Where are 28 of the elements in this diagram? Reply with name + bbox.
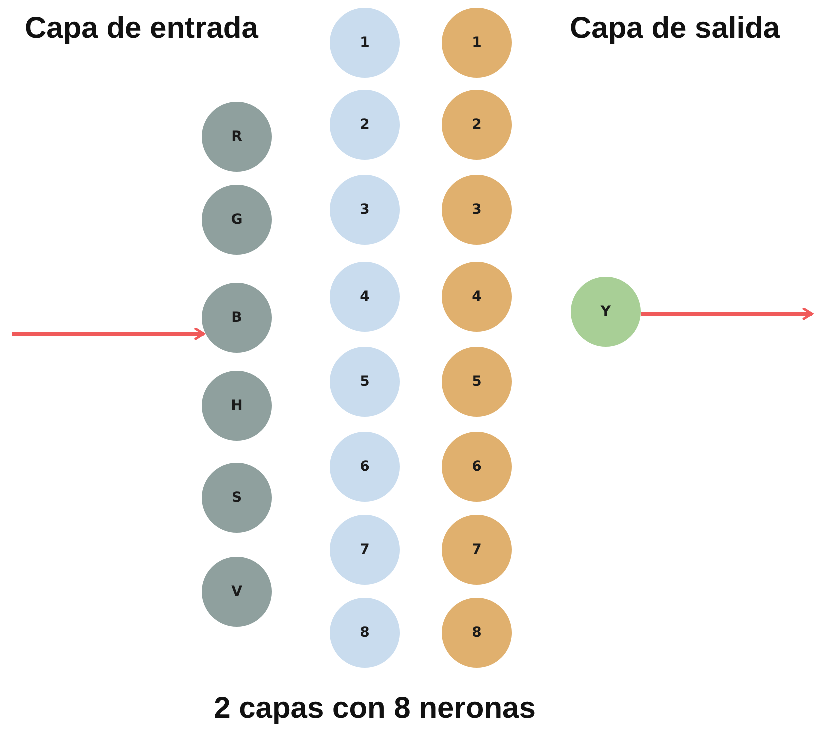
layer-heading: Capa de entrada: [25, 12, 258, 46]
neuron-label: R: [232, 129, 242, 145]
caption: 2 capas con 8 neronas: [213, 692, 537, 726]
neuron-label: 8: [360, 625, 370, 641]
neuron-label: 2: [360, 117, 370, 133]
neuron-label: 3: [472, 202, 482, 218]
neuron-label: Y: [600, 304, 612, 320]
neuron-label: 4: [360, 289, 370, 305]
layer-heading: Capa de salida: [570, 12, 780, 46]
neuron-label: 6: [360, 459, 370, 475]
neuron-label: 5: [472, 374, 482, 390]
neuron-label: 8: [472, 625, 482, 641]
neuron-label: B: [232, 310, 242, 326]
neuron-label: V: [232, 584, 242, 600]
arrow: [12, 328, 206, 340]
neuron-label: S: [232, 490, 242, 506]
neuron-label: G: [231, 212, 243, 228]
neuron-label: 1: [360, 35, 370, 51]
arrow: [641, 308, 814, 320]
neuron-label: 3: [360, 202, 370, 218]
neuron-label: H: [231, 398, 243, 414]
neuron-label: 7: [360, 542, 370, 558]
neuron-label: 6: [472, 459, 482, 475]
neuron-label: 5: [360, 374, 370, 390]
neuron-label: 4: [472, 289, 482, 305]
neuron-label: 7: [472, 542, 482, 558]
neuron-label: 1: [472, 35, 482, 51]
neuron-label: 2: [472, 117, 482, 133]
